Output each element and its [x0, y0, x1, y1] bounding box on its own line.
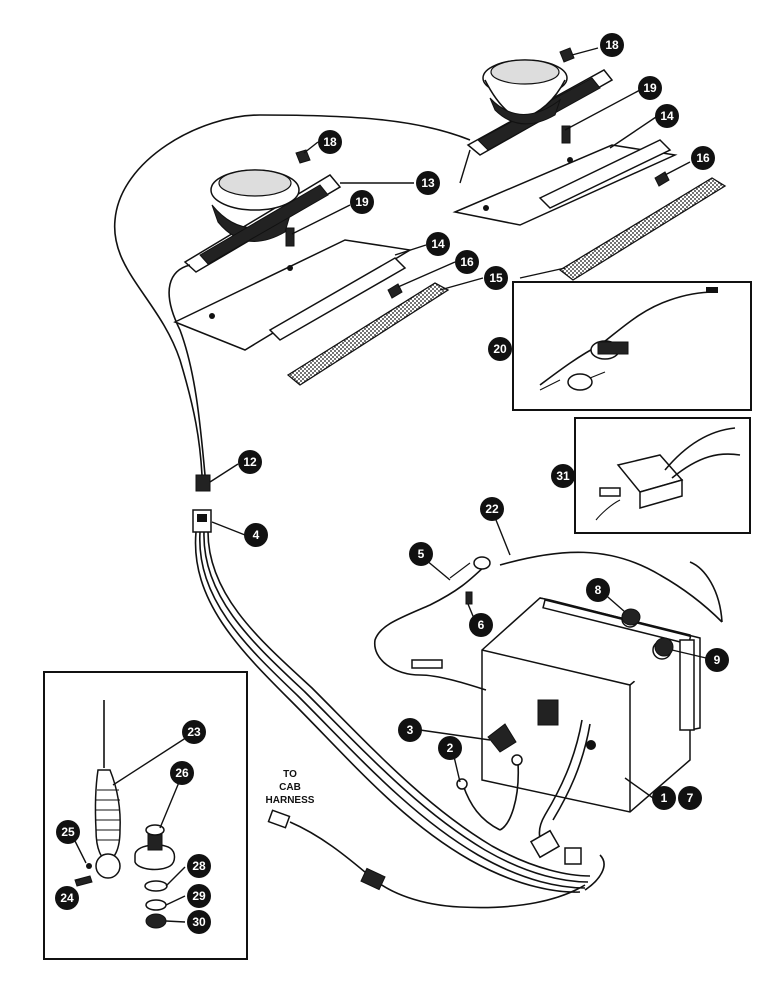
- callout-18-left: 18: [318, 130, 342, 154]
- callout-14-left: 14: [426, 232, 450, 256]
- svg-text:4: 4: [253, 528, 260, 542]
- svg-text:30: 30: [192, 915, 206, 929]
- knob-9: [654, 637, 674, 657]
- main-wire-harness: [194, 531, 605, 893]
- svg-text:2: 2: [447, 741, 454, 755]
- speaker-grille-left: [286, 282, 450, 386]
- speaker-wire-left: [168, 264, 206, 476]
- washer-29: [145, 899, 167, 911]
- ground-strap: [462, 762, 520, 831]
- svg-text:14: 14: [431, 237, 445, 251]
- callout-2: 2: [438, 736, 462, 760]
- callout-7: 7: [678, 786, 702, 810]
- callout-16-top: 16: [691, 146, 715, 170]
- svg-text:28: 28: [192, 859, 206, 873]
- svg-text:3: 3: [407, 723, 414, 737]
- callout-9: 9: [705, 648, 729, 672]
- cab-harness-lead: [267, 809, 586, 909]
- svg-text:19: 19: [643, 81, 657, 95]
- connector-12: [195, 474, 211, 492]
- callout-13: 13: [416, 171, 440, 195]
- svg-text:23: 23: [187, 725, 201, 739]
- washer-28: [144, 880, 168, 892]
- svg-text:16: 16: [460, 255, 474, 269]
- svg-text:8: 8: [595, 583, 602, 597]
- callout-26: 26: [170, 761, 194, 785]
- speaker-right: [466, 59, 614, 156]
- antenna-inset-box: [43, 671, 248, 960]
- callout-12: 12: [238, 450, 262, 474]
- speaker-left: [183, 169, 342, 273]
- callout-24: 24: [55, 886, 79, 910]
- svg-text:20: 20: [493, 342, 507, 356]
- svg-text:HARNESS: HARNESS: [266, 795, 315, 806]
- antenna-bracket: [473, 556, 491, 570]
- svg-text:15: 15: [489, 271, 503, 285]
- callout-19-top: 19: [638, 76, 662, 100]
- svg-text:16: 16: [696, 151, 710, 165]
- svg-text:12: 12: [243, 455, 257, 469]
- antenna-lead-22: [499, 551, 723, 623]
- callout-3: 3: [398, 718, 422, 742]
- svg-text:13: 13: [421, 176, 435, 190]
- callout-14-top: 14: [655, 104, 679, 128]
- callout-28: 28: [187, 854, 211, 878]
- svg-text:TO: TO: [283, 769, 297, 780]
- svg-text:CAB: CAB: [279, 782, 301, 793]
- svg-text:29: 29: [192, 889, 206, 903]
- callout-6: 6: [469, 613, 493, 637]
- callout-20: 20: [488, 337, 512, 361]
- svg-text:5: 5: [418, 547, 425, 561]
- svg-text:18: 18: [605, 38, 619, 52]
- speaker-grille-right: [558, 177, 727, 281]
- svg-text:31: 31: [556, 469, 570, 483]
- inset-box-20: [512, 281, 752, 411]
- callout-31: 31: [551, 464, 575, 488]
- callout-18-top: 18: [600, 33, 624, 57]
- svg-text:9: 9: [714, 653, 721, 667]
- radio-unit: [481, 597, 701, 813]
- svg-text:18: 18: [323, 135, 337, 149]
- callout-22: 22: [480, 497, 504, 521]
- callout-15: 15: [484, 266, 508, 290]
- svg-text:7: 7: [687, 791, 694, 805]
- to-cab-harness-label: TO CAB HARNESS: [266, 769, 315, 806]
- svg-text:24: 24: [60, 891, 74, 905]
- speaker-wire: [113, 114, 471, 476]
- svg-text:19: 19: [355, 195, 369, 209]
- inset-box-31: [574, 417, 751, 534]
- callout-5: 5: [409, 542, 433, 566]
- svg-text:25: 25: [61, 825, 75, 839]
- callout-4: 4: [244, 523, 268, 547]
- svg-text:22: 22: [485, 502, 499, 516]
- callout-29: 29: [187, 884, 211, 908]
- callout-25: 25: [56, 820, 80, 844]
- antenna-ball: [95, 853, 121, 879]
- svg-text:1: 1: [661, 791, 668, 805]
- suppressor-cone: [487, 723, 517, 753]
- callout-30: 30: [187, 910, 211, 934]
- svg-text:14: 14: [660, 109, 674, 123]
- svg-text:26: 26: [175, 766, 189, 780]
- knob-8: [621, 608, 641, 626]
- callout-16-left: 16: [455, 250, 479, 274]
- callout-8: 8: [586, 578, 610, 602]
- svg-text:6: 6: [478, 618, 485, 632]
- callout-23: 23: [182, 720, 206, 744]
- callout-19-left: 19: [350, 190, 374, 214]
- callout-1: 1: [652, 786, 676, 810]
- nut-30: [145, 913, 167, 929]
